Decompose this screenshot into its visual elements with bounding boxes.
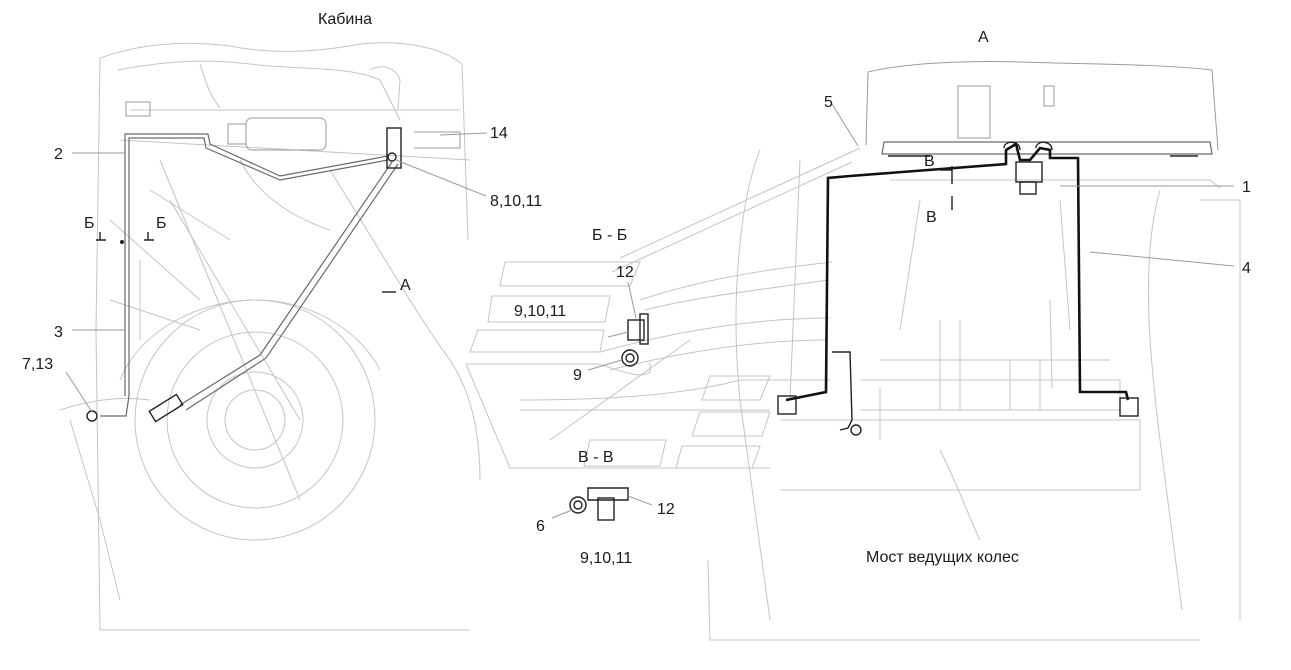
axle-label: Мост ведущих колес — [866, 549, 1019, 566]
callout-5: 5 — [824, 94, 833, 111]
view-a-title: А — [978, 29, 989, 46]
callout-12-bb: 12 — [616, 264, 634, 281]
section-v-bottom-mark: В — [926, 209, 937, 226]
section-bb-title: Б - Б — [592, 227, 627, 244]
section-b-right-mark: Б — [156, 215, 167, 232]
section-vv-title: В - В — [578, 449, 614, 466]
right-view — [707, 60, 1241, 641]
callout-7-13: 7,13 — [22, 356, 53, 373]
cabin-label: Кабина — [318, 11, 372, 28]
callout-14: 14 — [490, 125, 508, 142]
callout-8-10-11: 8,10,11 — [490, 193, 542, 210]
callout-3: 3 — [54, 324, 63, 341]
callout-6: 6 — [536, 518, 545, 535]
callout-2: 2 — [54, 146, 63, 163]
sections — [465, 147, 861, 521]
callout-1: 1 — [1242, 179, 1251, 196]
left-view — [59, 42, 488, 631]
section-v-top-mark: В — [924, 153, 935, 170]
section-b-left-mark: Б — [84, 215, 95, 232]
callout-12-vv: 12 — [657, 501, 675, 518]
callout-9-10-11-bb: 9,10,11 — [514, 303, 566, 320]
callout-4: 4 — [1242, 260, 1251, 277]
callout-9-10-11-vv: 9,10,11 — [580, 550, 632, 567]
view-a-marker: А — [400, 277, 411, 294]
callout-9: 9 — [573, 367, 582, 384]
